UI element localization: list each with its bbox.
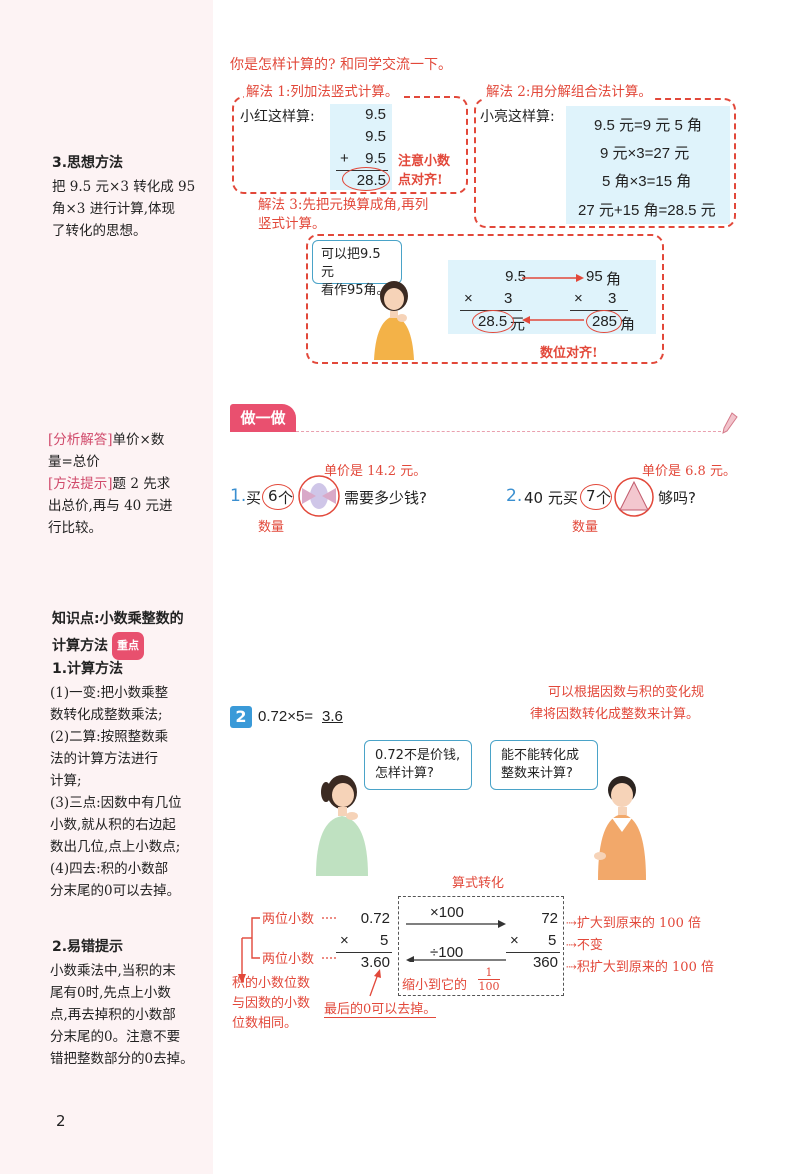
solution1-title: 解法 1:列加法竖式计算。: [244, 80, 401, 100]
practice-header-tab: 做一做: [230, 404, 296, 432]
left-multiplier: 5: [380, 932, 389, 949]
example-2-answer: 3.6: [322, 708, 343, 725]
decomp-step-1: 9.5 元=9 元 5 角: [594, 117, 702, 134]
sum-circle: [342, 167, 390, 191]
label-unchanged: ⇢不变: [566, 938, 603, 953]
fraction-one-hundredth: 1 100: [478, 966, 500, 993]
boy-figure: [594, 776, 646, 880]
yuan-multiplicand: 9.5: [505, 268, 526, 285]
decomp-step-4: 27 元+15 角=28.5 元: [578, 202, 716, 219]
speech-bubble-girl: 0.72不是价钱, 怎样计算?: [364, 740, 472, 790]
q2-text-b: 够吗?: [658, 489, 696, 507]
transform-arrows: [406, 920, 506, 962]
xiaohong-label: 小红这样算:: [240, 109, 315, 125]
solution3-title: 解法 3:先把元换算成角,再列 竖式计算。: [258, 197, 429, 232]
pencil-icon: [722, 412, 738, 434]
q2-qty-label: 数量: [572, 520, 599, 535]
margin-notes-sidebar: 3.思想方法 把 9.5 元×3 转化成 95 角×3 进行计算,体现 了转化的…: [0, 0, 213, 1174]
knowledge-point-title: 知识点:小数乘整数的 计算方法重点: [52, 606, 184, 660]
left-bracket-arrows: [238, 917, 336, 984]
q2-qty: 7: [586, 487, 596, 505]
q2-number: 2.: [506, 486, 523, 506]
example-2-number: 2: [230, 706, 252, 728]
right-multiplicand: 72: [541, 910, 558, 927]
left-product: 3.60: [360, 954, 390, 971]
zero-pointer-arrow: [369, 969, 381, 997]
solution3-box: [306, 234, 664, 364]
label-product-expand: ⇢积扩大到原来的 100 倍: [566, 960, 714, 975]
q1-text-b: 需要多少钱?: [344, 489, 427, 507]
xiaoliang-label: 小亮这样算:: [480, 109, 555, 125]
op-multiply-100: ×100: [430, 904, 464, 921]
plus-sign: +: [340, 150, 349, 167]
trailing-zero-note: 最后的0可以去掉。: [324, 998, 437, 1018]
digit-align-note: 数位对齐!: [540, 346, 598, 361]
discussion-question: 你是怎样计算的? 和同学交流一下。: [230, 57, 452, 73]
q2-price-label: 单价是 6.8 元。: [642, 464, 736, 479]
key-point-badge: 重点: [112, 632, 144, 660]
error-tip-text: 小数乘法中,当积的末 尾有0时,先点上小数 点,再去掉积的小数部 分末尾的0。注…: [50, 963, 194, 1067]
method3-title: 3.思想方法: [52, 155, 124, 171]
addend-3: 9.5: [365, 150, 386, 167]
q1-price-label: 单价是 14.2 元。: [324, 464, 427, 479]
op-divide-100: ÷100: [430, 944, 464, 961]
girl-figure: [316, 775, 368, 876]
right-multiplier: 5: [548, 932, 557, 949]
transform-title: 算式转化: [452, 876, 505, 891]
calc-method-text: (1)一变:把小数乘整 数转化成整数乘法; (2)二算:按照整数乘 法的计算方法…: [50, 685, 182, 899]
q1-text-a: 买: [246, 489, 262, 507]
label-two-decimals-2: 两位小数: [262, 952, 315, 967]
times-sign-yuan: ×: [464, 290, 473, 307]
example-2-expression: 0.72×5=: [258, 708, 314, 725]
left-multiplicand: 0.72: [360, 910, 390, 927]
q2-qty-circle: [580, 484, 612, 510]
right-product: 360: [532, 954, 558, 971]
decomp-step-2: 9 元×3=27 元: [600, 145, 690, 162]
jiao-unit-result: 角: [620, 316, 636, 333]
speech-bubble-boy: 能不能转化成 整数来计算?: [490, 740, 598, 790]
label-two-decimals-1: 两位小数: [262, 912, 315, 927]
method3-text: 把 9.5 元×3 转化成 95 角×3 进行计算,体现 了转化的思想。: [52, 179, 196, 239]
right-product-line: [506, 952, 560, 953]
error-tip-title: 2.易错提示: [52, 939, 124, 955]
page-number: 2: [56, 1112, 66, 1130]
q1-unit: 个: [278, 489, 294, 507]
decomp-step-3: 5 角×3=15 角: [602, 173, 692, 190]
addend-2: 9.5: [365, 128, 386, 145]
q1-qty: 6: [268, 487, 278, 505]
addend-1: 9.5: [365, 106, 386, 123]
shrink-note: 缩小到它的: [402, 978, 468, 993]
q1-number: 1.: [230, 486, 247, 506]
analysis-note: [分析解答]单价×数 量=总价 [方法提示]题 2 先求 出总价,再与 40 元…: [48, 432, 173, 536]
q1-qty-circle: [262, 484, 294, 510]
kite-toy-icon: [298, 475, 340, 517]
jiao-multiplier: 3: [608, 290, 617, 307]
align-note: 注意小数 点对齐!: [398, 154, 451, 188]
yuan-product-circle: [472, 310, 514, 333]
left-product-line: [336, 952, 392, 953]
girl-thinking-figure: [374, 281, 414, 360]
jiao-multiplicand: 95: [586, 268, 603, 285]
decomposition-panel: [566, 106, 730, 224]
solution2-title: 解法 2:用分解组合法计算。: [484, 80, 654, 100]
jiao-unit-top: 角: [606, 271, 622, 288]
transform-hint-note: 可以根据因数与积的变化规 律将因数转化成整数来计算。: [530, 685, 705, 722]
practice-header-rule: [296, 431, 726, 432]
ruler-toy-icon: [614, 477, 654, 517]
speech-bubble-convert: 可以把9.5元 看作95角。: [312, 240, 402, 298]
calc-method-title: 1.计算方法: [52, 661, 124, 677]
left-times-sign: ×: [340, 932, 349, 949]
right-times-sign: ×: [510, 932, 519, 949]
q2-unit: 个: [596, 489, 612, 507]
times-sign-jiao: ×: [574, 290, 583, 307]
conversion-arrows: [522, 274, 584, 324]
yuan-multiplier: 3: [504, 290, 513, 307]
q2-text-a: 40 元买: [524, 489, 578, 507]
jiao-product-circle: [586, 310, 622, 333]
transform-box: [398, 896, 564, 996]
q1-qty-label: 数量: [258, 520, 285, 535]
decimal-places-note: 积的小数位数 与因数的小数 位数相同。: [232, 976, 311, 1031]
label-expand-100: ⇢扩大到原来的 100 倍: [566, 916, 701, 931]
